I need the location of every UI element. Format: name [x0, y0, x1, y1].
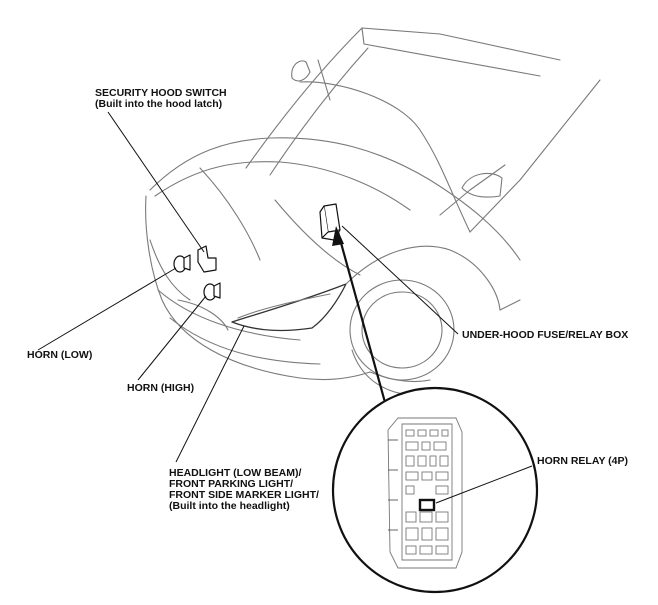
- horn-high-part: [203, 282, 221, 301]
- horn-low-part: [173, 254, 191, 273]
- security-hood-switch-label-line1: SECURITY HOOD SWITCH: [95, 87, 227, 99]
- headlight-label-line4: (Built into the headlight): [169, 500, 290, 512]
- inset-pointer-arrowhead: [332, 226, 344, 246]
- leader-security-hood-switch: [107, 111, 205, 253]
- security-hood-switch-label: SECURITY HOOD SWITCH: [95, 87, 227, 99]
- under-hood-fuse-box-label: UNDER-HOOD FUSE/RELAY BOX: [462, 329, 628, 341]
- horn-relay-part: [418, 498, 436, 512]
- headlight-label-line1: HEADLIGHT (LOW BEAM)/: [169, 467, 301, 479]
- leader-headlight: [175, 325, 245, 463]
- security-hood-switch-note: (Built into the hood latch): [95, 98, 222, 110]
- leader-horn-low: [37, 267, 177, 351]
- headlight-label-line2: FRONT PARKING LIGHT/: [169, 478, 293, 490]
- leader-under-hood-fuse-box: [341, 225, 459, 335]
- horn-relay-label: HORN RELAY (4P): [537, 455, 628, 467]
- security-hood-switch-part: [197, 245, 217, 273]
- leader-horn-high: [137, 295, 207, 381]
- horn-high-label: HORN (HIGH): [127, 382, 194, 394]
- security-hood-switch-label-line2: (Built into the hood latch): [95, 98, 222, 110]
- horn-low-label: HORN (LOW): [27, 349, 92, 361]
- inset-pointer-line: [336, 231, 388, 407]
- fuse-box-detail-inset: [331, 386, 539, 594]
- leader-horn-relay: [435, 465, 533, 504]
- headlight-label-line3: FRONT SIDE MARKER LIGHT/: [169, 489, 319, 501]
